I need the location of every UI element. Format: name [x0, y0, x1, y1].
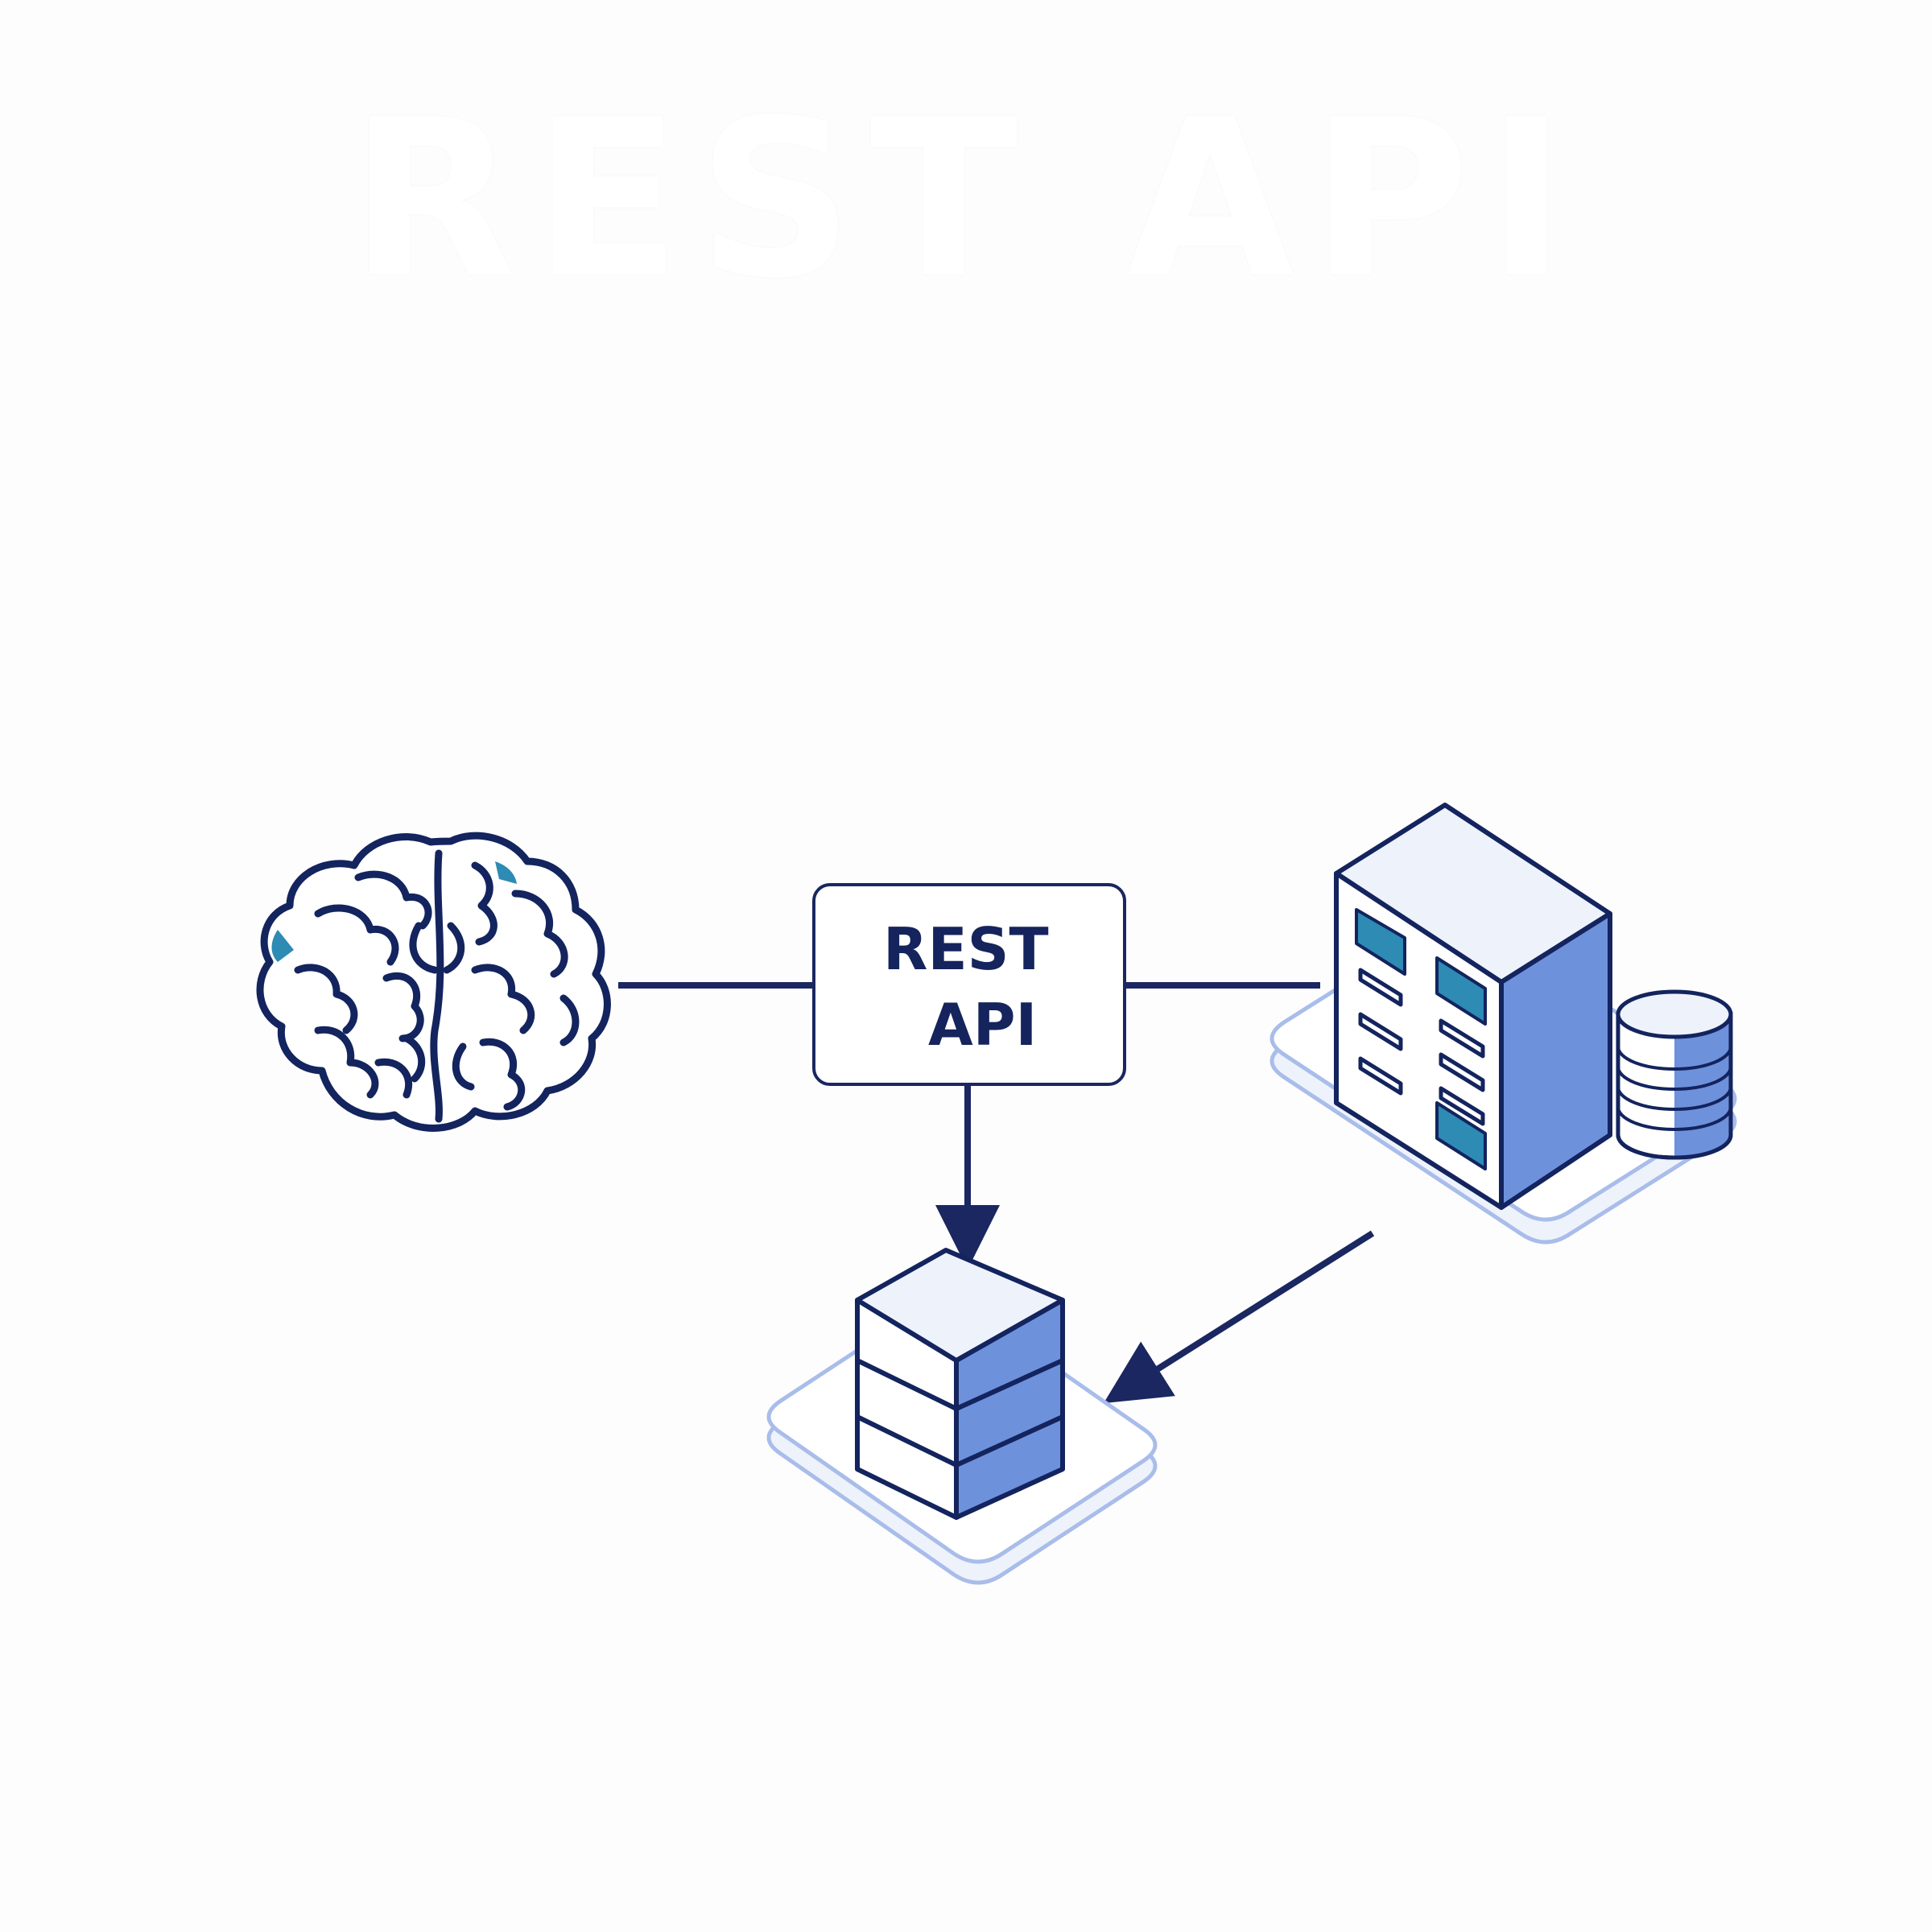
api-label-line2: API	[928, 991, 1038, 1059]
server-status-lights	[1355, 908, 1487, 1170]
disk-stack-icon	[1616, 989, 1733, 1160]
page-title: REST API	[349, 72, 1583, 326]
database-icon	[855, 1248, 1065, 1520]
rest-api-box: REST API	[812, 883, 1126, 1086]
server-rack-icon	[1334, 803, 1612, 1210]
server-drive-slots	[1358, 968, 1485, 1126]
edge-server-database	[1103, 1230, 1375, 1404]
api-label-line1: REST	[883, 915, 1049, 983]
brain-icon	[256, 832, 611, 1132]
